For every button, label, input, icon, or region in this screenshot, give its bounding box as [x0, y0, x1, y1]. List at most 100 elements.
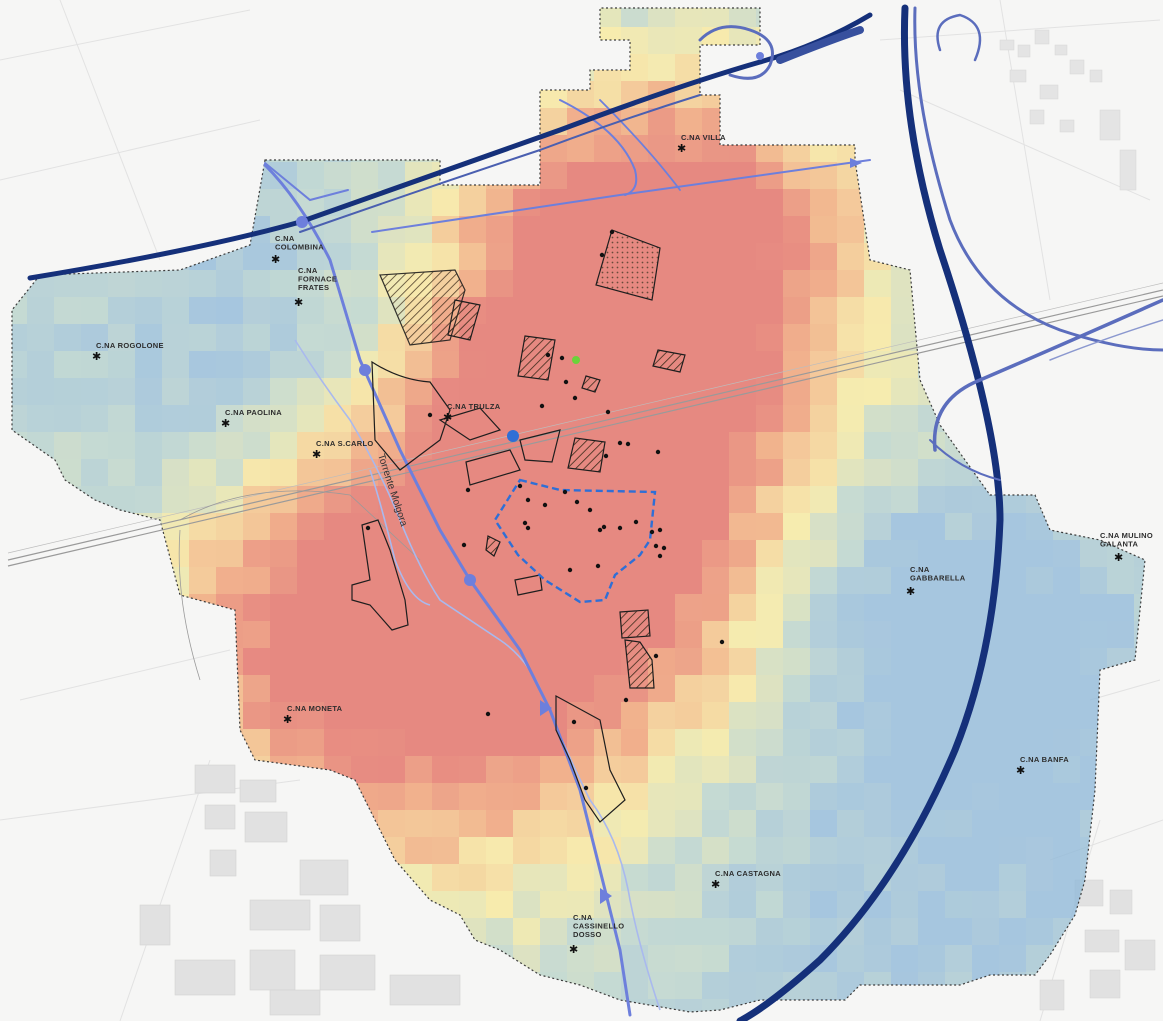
place-marker-icon[interactable]: ✱	[283, 713, 292, 726]
heat-cell	[810, 243, 837, 270]
heat-cell	[81, 324, 108, 351]
point-feature[interactable]	[567, 567, 573, 573]
point-feature[interactable]	[623, 697, 629, 703]
heat-cell	[513, 783, 540, 810]
heat-cell	[621, 8, 648, 27]
heat-cell	[864, 405, 891, 432]
heat-cell	[810, 918, 837, 945]
heat-cell	[864, 783, 891, 810]
place-marker-icon[interactable]: ✱	[677, 142, 686, 155]
heat-cell	[621, 378, 648, 405]
place-marker-icon[interactable]: ✱	[569, 943, 578, 956]
heat-cell	[324, 594, 351, 621]
heat-cell	[891, 351, 918, 378]
place-marker-icon[interactable]: ✱	[906, 585, 915, 598]
heat-cell	[972, 702, 999, 729]
heat-cell	[729, 648, 756, 675]
heat-cell	[729, 783, 756, 810]
point-feature[interactable]	[517, 483, 523, 489]
heat-cell	[945, 783, 972, 810]
heat-cell	[675, 540, 702, 567]
heat-cell	[999, 513, 1026, 540]
point-feature[interactable]	[617, 525, 623, 531]
heat-cell	[486, 216, 513, 243]
point-feature[interactable]	[657, 553, 663, 559]
green-point-marker[interactable]	[572, 356, 580, 364]
point-feature[interactable]	[539, 403, 545, 409]
point-feature[interactable]	[562, 489, 568, 495]
heat-cell	[297, 675, 324, 702]
point-feature[interactable]	[599, 252, 605, 258]
place-marker-icon[interactable]: ✱	[271, 253, 280, 266]
place-marker-icon[interactable]: ✱	[92, 350, 101, 363]
heat-cell	[891, 891, 918, 918]
point-feature[interactable]	[571, 719, 577, 725]
place-marker-icon[interactable]: ✱	[1114, 551, 1123, 564]
point-feature[interactable]	[427, 412, 433, 418]
point-feature[interactable]	[653, 653, 659, 659]
point-feature[interactable]	[545, 352, 551, 358]
point-feature[interactable]	[465, 487, 471, 493]
heat-cell	[432, 729, 459, 756]
point-feature[interactable]	[485, 711, 491, 717]
point-feature[interactable]	[657, 527, 663, 533]
heat-cell	[540, 189, 567, 216]
point-feature[interactable]	[653, 543, 659, 549]
heat-cell	[648, 378, 675, 405]
place-marker-icon[interactable]: ✱	[221, 417, 230, 430]
heat-cell	[1053, 675, 1080, 702]
point-feature[interactable]	[661, 545, 667, 551]
heat-cell	[918, 675, 945, 702]
heat-cell	[297, 405, 324, 432]
point-feature[interactable]	[595, 563, 601, 569]
point-feature[interactable]	[655, 449, 661, 455]
heat-cell	[297, 648, 324, 675]
heat-cell	[729, 621, 756, 648]
point-feature[interactable]	[587, 507, 593, 513]
point-feature[interactable]	[574, 499, 580, 505]
point-feature[interactable]	[583, 785, 589, 791]
heat-cell	[540, 486, 567, 513]
place-marker-icon[interactable]: ✱	[711, 878, 720, 891]
point-feature[interactable]	[461, 542, 467, 548]
point-feature[interactable]	[522, 520, 528, 526]
point-feature[interactable]	[605, 409, 611, 415]
heat-cell	[729, 756, 756, 783]
point-feature[interactable]	[572, 395, 578, 401]
point-feature[interactable]	[609, 229, 615, 235]
point-feature[interactable]	[525, 497, 531, 503]
point-feature[interactable]	[649, 529, 655, 535]
point-feature[interactable]	[633, 519, 639, 525]
heat-cell	[513, 216, 540, 243]
place-marker-icon[interactable]: ✱	[443, 411, 452, 424]
point-feature[interactable]	[719, 639, 725, 645]
heat-cell	[648, 324, 675, 351]
heat-cell	[513, 891, 540, 918]
heat-cell	[216, 540, 243, 567]
place-marker-icon[interactable]: ✱	[312, 448, 321, 461]
point-feature[interactable]	[563, 379, 569, 385]
place-label-castagna: C.NA CASTAGNA	[715, 869, 781, 878]
heat-cell	[270, 459, 297, 486]
point-feature[interactable]	[601, 524, 607, 530]
place-marker-icon[interactable]: ✱	[1016, 764, 1025, 777]
heat-cell	[594, 135, 621, 162]
heat-cell	[999, 918, 1026, 945]
point-feature[interactable]	[617, 440, 623, 446]
heat-cell	[513, 405, 540, 432]
heat-cell	[675, 702, 702, 729]
point-feature[interactable]	[525, 525, 531, 531]
heat-cell	[756, 729, 783, 756]
point-feature[interactable]	[559, 355, 565, 361]
heat-cell	[162, 270, 189, 297]
place-marker-icon[interactable]: ✱	[294, 296, 303, 309]
heat-cell	[378, 702, 405, 729]
point-feature[interactable]	[603, 453, 609, 459]
heat-cell	[405, 837, 432, 864]
point-feature[interactable]	[542, 502, 548, 508]
point-feature[interactable]	[625, 441, 631, 447]
station-marker[interactable]	[507, 430, 519, 442]
point-feature[interactable]	[597, 527, 603, 533]
point-feature[interactable]	[365, 525, 371, 531]
